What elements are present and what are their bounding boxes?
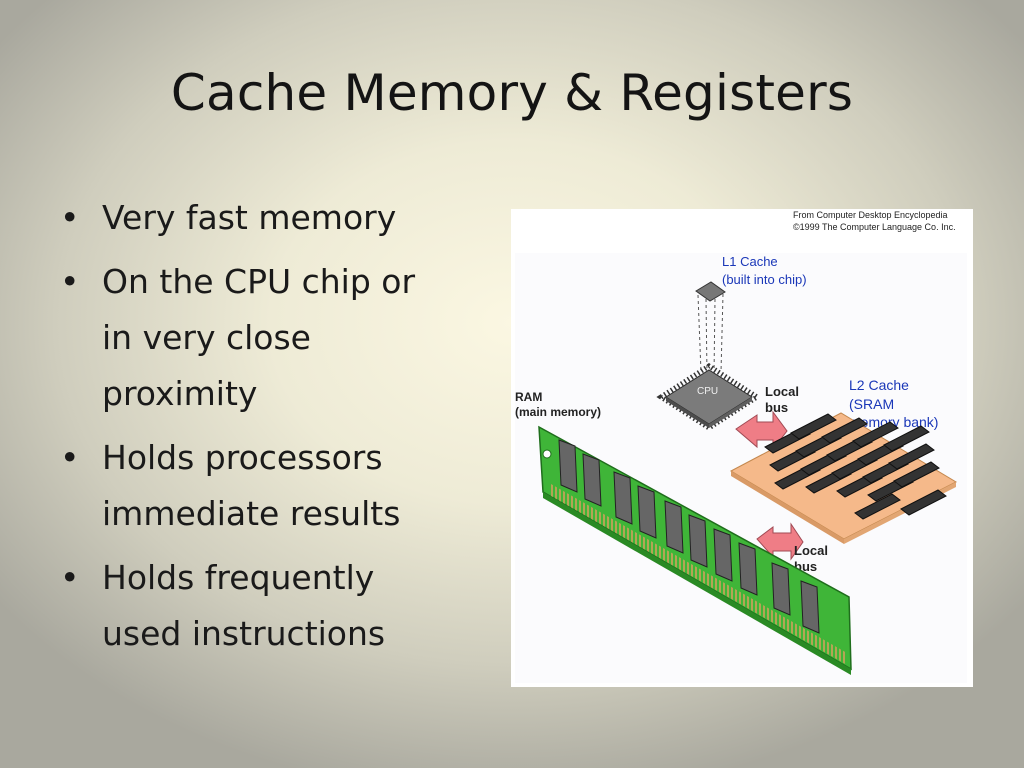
bullet-item: Very fast memory: [60, 190, 480, 246]
bullet-item: Holds frequently used instructions: [60, 550, 480, 662]
cache-diagram-figure: From Computer Desktop Encyclopedia ©1999…: [511, 209, 973, 687]
bullet-list: Very fast memory On the CPU chip or in v…: [60, 190, 480, 670]
bullet-text: Very fast memory: [102, 198, 397, 237]
bullet-item: On the CPU chip or in very close proximi…: [60, 254, 480, 422]
bullet-text: used instructions: [102, 614, 386, 653]
l1-cache-sublabel: (built into chip): [722, 272, 807, 287]
bullet-text: Holds processors: [102, 438, 383, 477]
l1-projection-lines: [697, 293, 724, 376]
ram-chips: [558, 439, 820, 634]
credit-line-2: ©1999 The Computer Language Co. Inc.: [793, 222, 956, 232]
cpu-label: CPU: [697, 386, 718, 397]
l2-cache-sublabel-2: memory bank): [849, 414, 938, 430]
local-bus-label-1b: bus: [765, 400, 788, 415]
credit-line-1: From Computer Desktop Encyclopedia: [793, 210, 948, 220]
l1-cache-die-icon: [695, 281, 726, 302]
l2-cache-label: L2 Cache: [849, 377, 909, 393]
ram-sublabel: (main memory): [515, 405, 601, 419]
l2-cache-sublabel-1: (SRAM: [849, 396, 894, 412]
bullet-text: On the CPU chip or: [102, 262, 416, 301]
local-bus-label-2: Local: [794, 543, 828, 558]
local-bus-label-1: Local: [765, 384, 799, 399]
l1-cache-label: L1 Cache: [722, 254, 778, 269]
cache-diagram-svg: From Computer Desktop Encyclopedia ©1999…: [515, 210, 967, 683]
slide-title: Cache Memory & Registers: [170, 64, 854, 122]
bus-arrow-icon: [756, 522, 804, 561]
sram-chips: [764, 413, 947, 520]
bullet-text: Holds frequently: [102, 558, 375, 597]
bullet-text: proximity: [102, 374, 258, 413]
bullet-text: immediate results: [102, 494, 401, 533]
cpu-chip-icon: [656, 363, 762, 431]
ram-label: RAM: [515, 390, 542, 404]
bullet-text: in very close: [102, 318, 311, 357]
bullet-item: Holds processors immediate results: [60, 430, 480, 542]
bus-arrow-icon: [735, 410, 788, 451]
